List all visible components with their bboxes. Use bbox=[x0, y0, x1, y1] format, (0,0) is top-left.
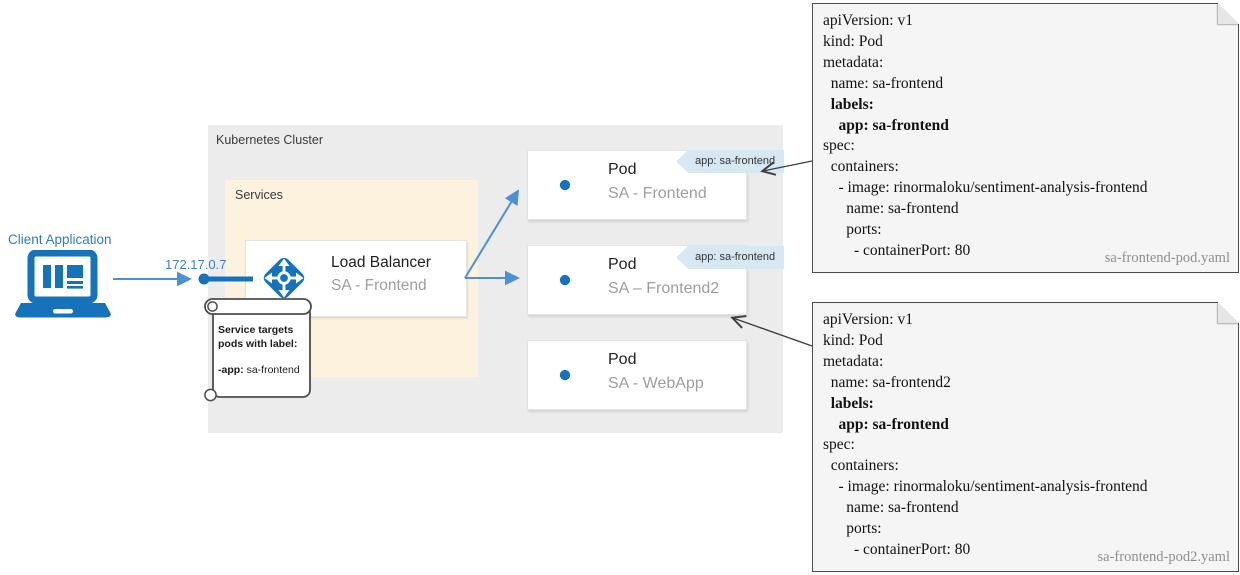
yaml-line: name: sa-frontend2 bbox=[823, 373, 951, 391]
yaml-line: metadata: bbox=[823, 352, 884, 370]
yaml-line: app: sa-frontend bbox=[823, 415, 949, 433]
yaml-line: metadata: bbox=[823, 53, 884, 71]
yaml-line: name: sa-frontend bbox=[823, 200, 959, 218]
scroll-shape bbox=[204, 298, 312, 402]
service-selector-note: Service targets pods with label: -app: s… bbox=[201, 297, 315, 407]
kubernetes-cluster-label: Kubernetes Cluster bbox=[216, 133, 324, 147]
pod-label-tag: app: sa-frontend bbox=[676, 246, 785, 269]
yaml-filename: sa-frontend-pod2.yaml bbox=[1097, 549, 1230, 565]
yaml-line: spec: bbox=[823, 137, 855, 155]
yaml-code: apiVersion: v1 kind: Pod metadata: name: s… bbox=[823, 310, 1148, 561]
pod-icon bbox=[542, 260, 588, 300]
yaml-line: name: sa-frontend bbox=[823, 74, 944, 92]
pod-title: Pod bbox=[608, 351, 637, 368]
note-line: Service targets bbox=[218, 324, 294, 336]
yaml-filename: sa-frontend-pod.yaml bbox=[1104, 250, 1230, 266]
yaml-line: ports: bbox=[823, 520, 882, 538]
pod-icon bbox=[542, 165, 588, 205]
yaml-line: labels: bbox=[823, 394, 874, 412]
pod-title: Pod bbox=[608, 161, 637, 178]
pod-subtitle: SA - WebApp bbox=[608, 375, 704, 392]
yaml-line: ports: bbox=[823, 221, 882, 239]
yaml-line: - image: rinormaloku/sentiment-analysis-… bbox=[823, 478, 1148, 496]
yaml-line: apiVersion: v1 bbox=[823, 12, 913, 29]
note-text: Service targets pods with label: -app: s… bbox=[218, 324, 300, 378]
yaml-line: labels: bbox=[823, 95, 874, 113]
client-application-label: Client Application bbox=[8, 232, 112, 247]
yaml-line: containers: bbox=[823, 158, 899, 176]
pod-card-sa-webapp: Pod SA - WebApp bbox=[527, 340, 747, 410]
yaml-line: spec: bbox=[823, 436, 855, 454]
yaml-line: - containerPort: 80 bbox=[823, 241, 971, 259]
yaml-line: - containerPort: 80 bbox=[823, 540, 971, 558]
pod-card-sa-frontend: Pod SA - Frontend bbox=[527, 150, 747, 220]
pod-icon bbox=[542, 355, 588, 395]
yaml-line: - image: rinormaloku/sentiment-analysis-… bbox=[823, 179, 1148, 197]
yaml-line: apiVersion: v1 bbox=[823, 311, 913, 328]
pod-subtitle: SA – Frontend2 bbox=[608, 280, 720, 297]
yaml-line: kind: Pod bbox=[823, 331, 883, 349]
pod-subtitle: SA - Frontend bbox=[608, 185, 707, 202]
ip-address-label: 172.17.0.7 bbox=[165, 257, 227, 272]
yaml-line: name: sa-frontend bbox=[823, 499, 959, 517]
yaml-code: apiVersion: v1 kind: Pod metadata: name: s… bbox=[823, 11, 1148, 262]
load-balancer-subtitle: SA - Frontend bbox=[331, 277, 427, 294]
pod-label-tag: app: sa-frontend bbox=[676, 150, 785, 173]
load-balancer-title: Load Balancer bbox=[331, 254, 431, 271]
pod-title: Pod bbox=[608, 256, 637, 273]
yaml-file-sa-frontend-pod: apiVersion: v1 kind: Pod metadata: name: s… bbox=[812, 3, 1239, 273]
yaml-line: app: sa-frontend bbox=[823, 116, 949, 134]
yaml-line: containers: bbox=[823, 457, 899, 475]
services-label: Services bbox=[235, 188, 283, 202]
yaml-file-sa-frontend-pod2: apiVersion: v1 kind: Pod metadata: name: s… bbox=[812, 302, 1239, 572]
note-line: pods with label: bbox=[218, 337, 298, 350]
yaml-line: kind: Pod bbox=[823, 32, 883, 50]
note-label-line: -app: sa-frontend bbox=[218, 364, 300, 376]
laptop-icon bbox=[14, 250, 112, 320]
